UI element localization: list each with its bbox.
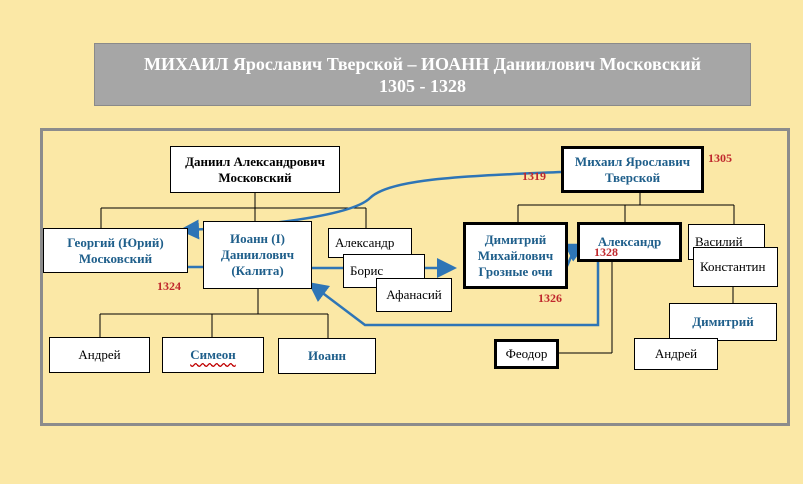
node-aleksandr-mikhailovich: Александр	[577, 222, 682, 262]
node-ioann-kalita: Иоанн (I) Даниилович (Калита)	[203, 221, 312, 289]
node-mikhail-yaroslavich: Михаил Ярославич Тверской	[561, 146, 704, 193]
title-banner: МИХАИЛ Ярославич Тверской – ИОАНН Даниил…	[94, 43, 751, 106]
year-1305: 1305	[708, 151, 732, 165]
node-konstantin: Константин	[693, 247, 778, 287]
node-simeon: Симеон	[162, 337, 264, 373]
node-feodor: Феодор	[494, 339, 559, 369]
diagram-frame	[40, 128, 790, 426]
year-1319: 1319	[522, 169, 546, 183]
node-daniil-aleksandrovich: Даниил Александрович Московский	[170, 146, 340, 193]
node-dimitry-konstantinovich: Димитрий	[669, 303, 777, 341]
node-andrey-konstantinovich: Андрей	[634, 338, 718, 370]
node-afanasy: Афанасий	[376, 278, 452, 312]
node-aleksandr-daniilovich: Александр	[328, 228, 412, 258]
title-line-1: МИХАИЛ Ярославич Тверской – ИОАНН Даниил…	[143, 54, 702, 74]
node-georgy-moskovsky: Георгий (Юрий) Московский	[43, 228, 188, 273]
node-andrey-ioannovich: Андрей	[49, 337, 150, 373]
year-1324: 1324	[157, 279, 181, 293]
node-dimitry-mikhailovich: Димитрий Михайлович Грозные очи	[463, 222, 568, 289]
year-1326: 1326	[538, 291, 562, 305]
node-ioann-ioannovich: Иоанн	[278, 338, 376, 374]
title-line-2: 1305 - 1328	[379, 76, 466, 96]
year-1328: 1328	[594, 245, 618, 259]
